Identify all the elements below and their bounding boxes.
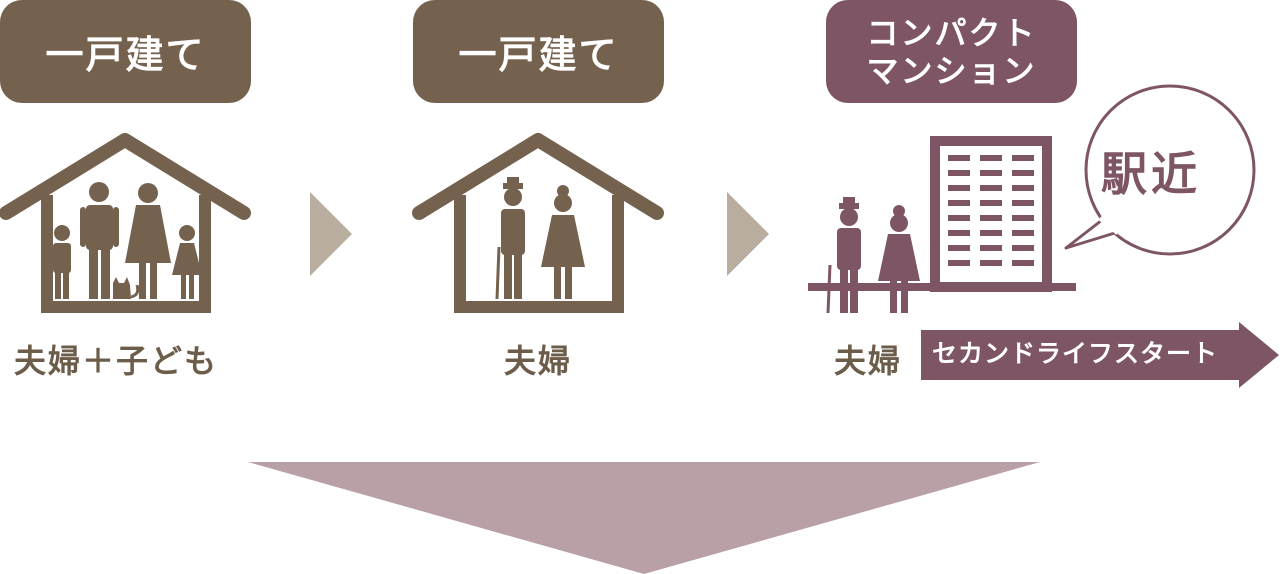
- stage2-tag-label: 一戸建て: [458, 32, 619, 77]
- bubble-text: 駅近: [1101, 147, 1201, 201]
- stage2-tag: 一戸建て: [413, 0, 664, 103]
- stage3-tag: コンパクト マンション: [826, 0, 1077, 103]
- step-arrow-1: [310, 192, 352, 276]
- stage1-caption: 夫婦＋子ども: [14, 342, 219, 380]
- stage3-tag-line2: マンション: [866, 51, 1037, 90]
- apartment-building-icon: [808, 136, 1076, 314]
- banner-text: セカンドライフスタート: [932, 339, 1219, 368]
- stage3-caption: 夫婦: [834, 342, 903, 380]
- speech-bubble-icon: [1064, 84, 1256, 256]
- step-arrow-2: [727, 192, 769, 276]
- house-couple-icon: [412, 133, 664, 313]
- stage2-caption: 夫婦: [504, 342, 573, 380]
- stage1-tag-label: 一戸建て: [45, 32, 206, 77]
- down-arrow: [248, 462, 1040, 574]
- stage3-tag-line1: コンパクト: [866, 13, 1037, 52]
- house-family-icon: [0, 133, 251, 313]
- stage1-tag: 一戸建て: [0, 0, 251, 103]
- second-life-banner-arrow: [921, 322, 1279, 388]
